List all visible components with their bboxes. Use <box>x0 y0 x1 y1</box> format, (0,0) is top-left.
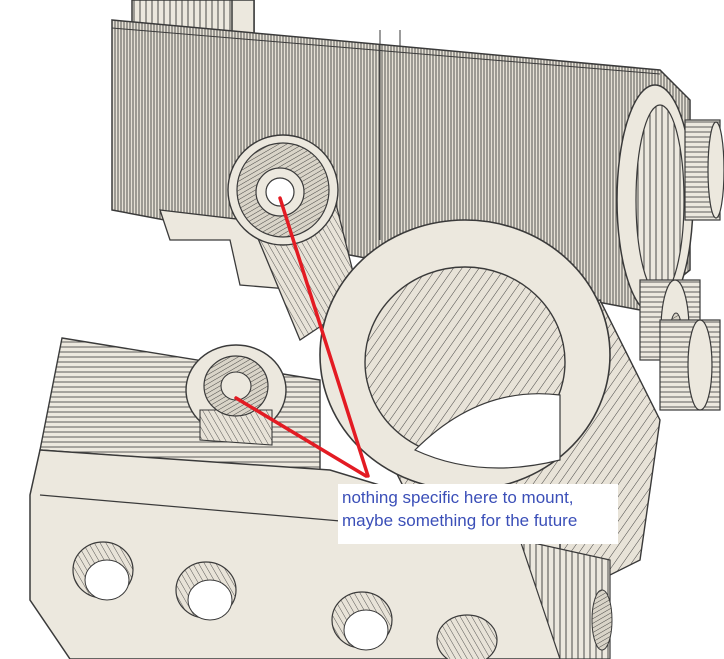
arrow-to-lower-boss <box>234 396 368 478</box>
annotation-line-1: nothing specific here to mount, <box>342 488 574 507</box>
arrow-to-upper-boss <box>278 196 370 478</box>
mounting-holes <box>72 541 613 659</box>
annotation-callout: nothing specific here to mount, maybe so… <box>338 484 618 544</box>
upper-boss <box>227 134 339 246</box>
right-bolt-lower <box>659 319 721 411</box>
right-bolt-top <box>684 119 724 221</box>
lower-boss <box>185 344 287 446</box>
upper-cylinder <box>111 19 694 316</box>
annotation-arrows <box>234 196 370 478</box>
annotation-line-2: maybe something for the future <box>342 511 578 530</box>
vertical-tube <box>319 219 661 601</box>
